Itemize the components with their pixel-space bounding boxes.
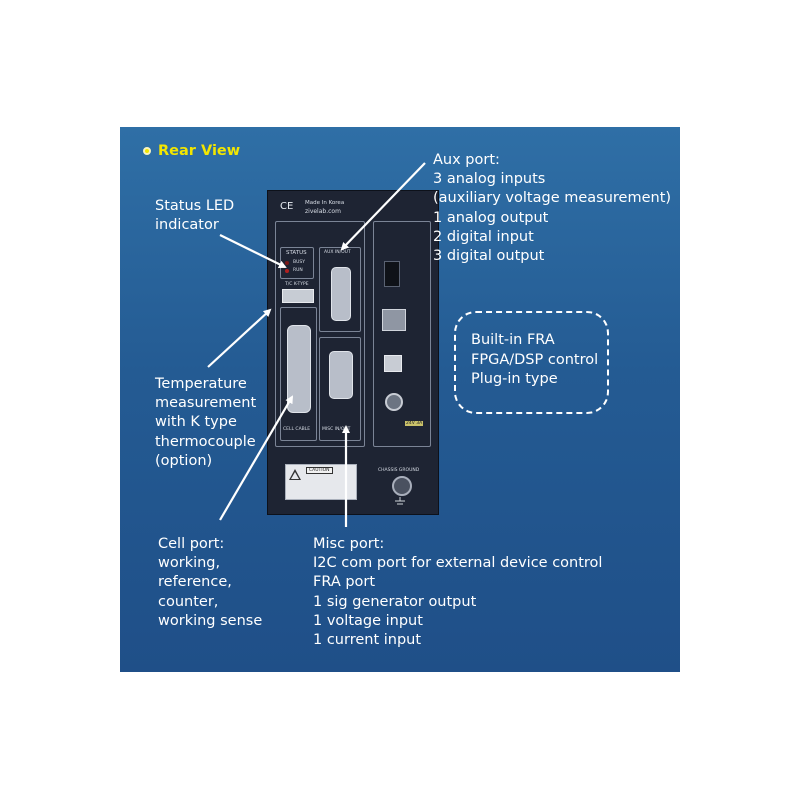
status-label: STATUS	[286, 250, 307, 256]
cell-box	[280, 307, 317, 441]
cell-label: CELL CABLE	[283, 427, 311, 432]
misc-port-connector	[329, 351, 353, 399]
busy-led-icon	[285, 261, 289, 265]
ethernet-port	[382, 309, 406, 331]
aux-label: AUX IN/OUT	[324, 250, 351, 255]
warning-icon	[289, 469, 301, 480]
misc-port-annotation: Misc port:I2C com port for external devi…	[313, 536, 603, 649]
aux-port-arrow	[340, 162, 426, 251]
aux-port-annotation: Aux port:3 analog inputs (auxiliary volt…	[433, 152, 672, 265]
run-led-icon	[285, 269, 289, 273]
title-text: Rear View	[158, 143, 241, 159]
bullet-icon	[143, 147, 151, 155]
arrows-layer	[207, 162, 426, 527]
thermocouple-connector	[282, 289, 314, 303]
rear-panel: CE Made In Korea zivelab.com STATUS BUSY…	[267, 190, 439, 515]
misc-box	[319, 337, 361, 441]
status-led-arrow	[219, 234, 287, 268]
aux-box	[319, 247, 361, 332]
power-jack	[385, 393, 403, 411]
busy-label: BUSY	[293, 260, 305, 265]
tc-label: T/C K-TYPE	[285, 282, 309, 287]
cell-port-annotation: Cell port:working, reference,counter, wo…	[158, 536, 263, 629]
chassis-ground-terminal	[392, 476, 412, 496]
run-label: RUN	[293, 268, 303, 273]
slide-title: Rear View	[143, 143, 240, 159]
slide: Rear View CE Made In Korea zivelab.com S…	[120, 127, 680, 672]
cell-port-arrow	[219, 395, 294, 521]
port-frame	[275, 221, 365, 447]
io-frame	[373, 221, 431, 447]
website-label: zivelab.com	[305, 208, 341, 215]
caution-label: CAUTION	[306, 467, 333, 474]
ground-icon	[395, 497, 405, 505]
temperature-arrow	[207, 308, 272, 368]
made-in-label: Made In Korea	[305, 200, 345, 206]
misc-label: MISC IN/OUT	[322, 427, 351, 432]
ce-mark: CE	[280, 201, 294, 212]
chassis-label: CHASSIS GROUND	[378, 468, 420, 473]
power-switch	[384, 261, 400, 287]
power-label: 24V 3A	[405, 421, 424, 426]
aux-port-connector	[331, 267, 351, 321]
usb-port	[384, 355, 402, 372]
